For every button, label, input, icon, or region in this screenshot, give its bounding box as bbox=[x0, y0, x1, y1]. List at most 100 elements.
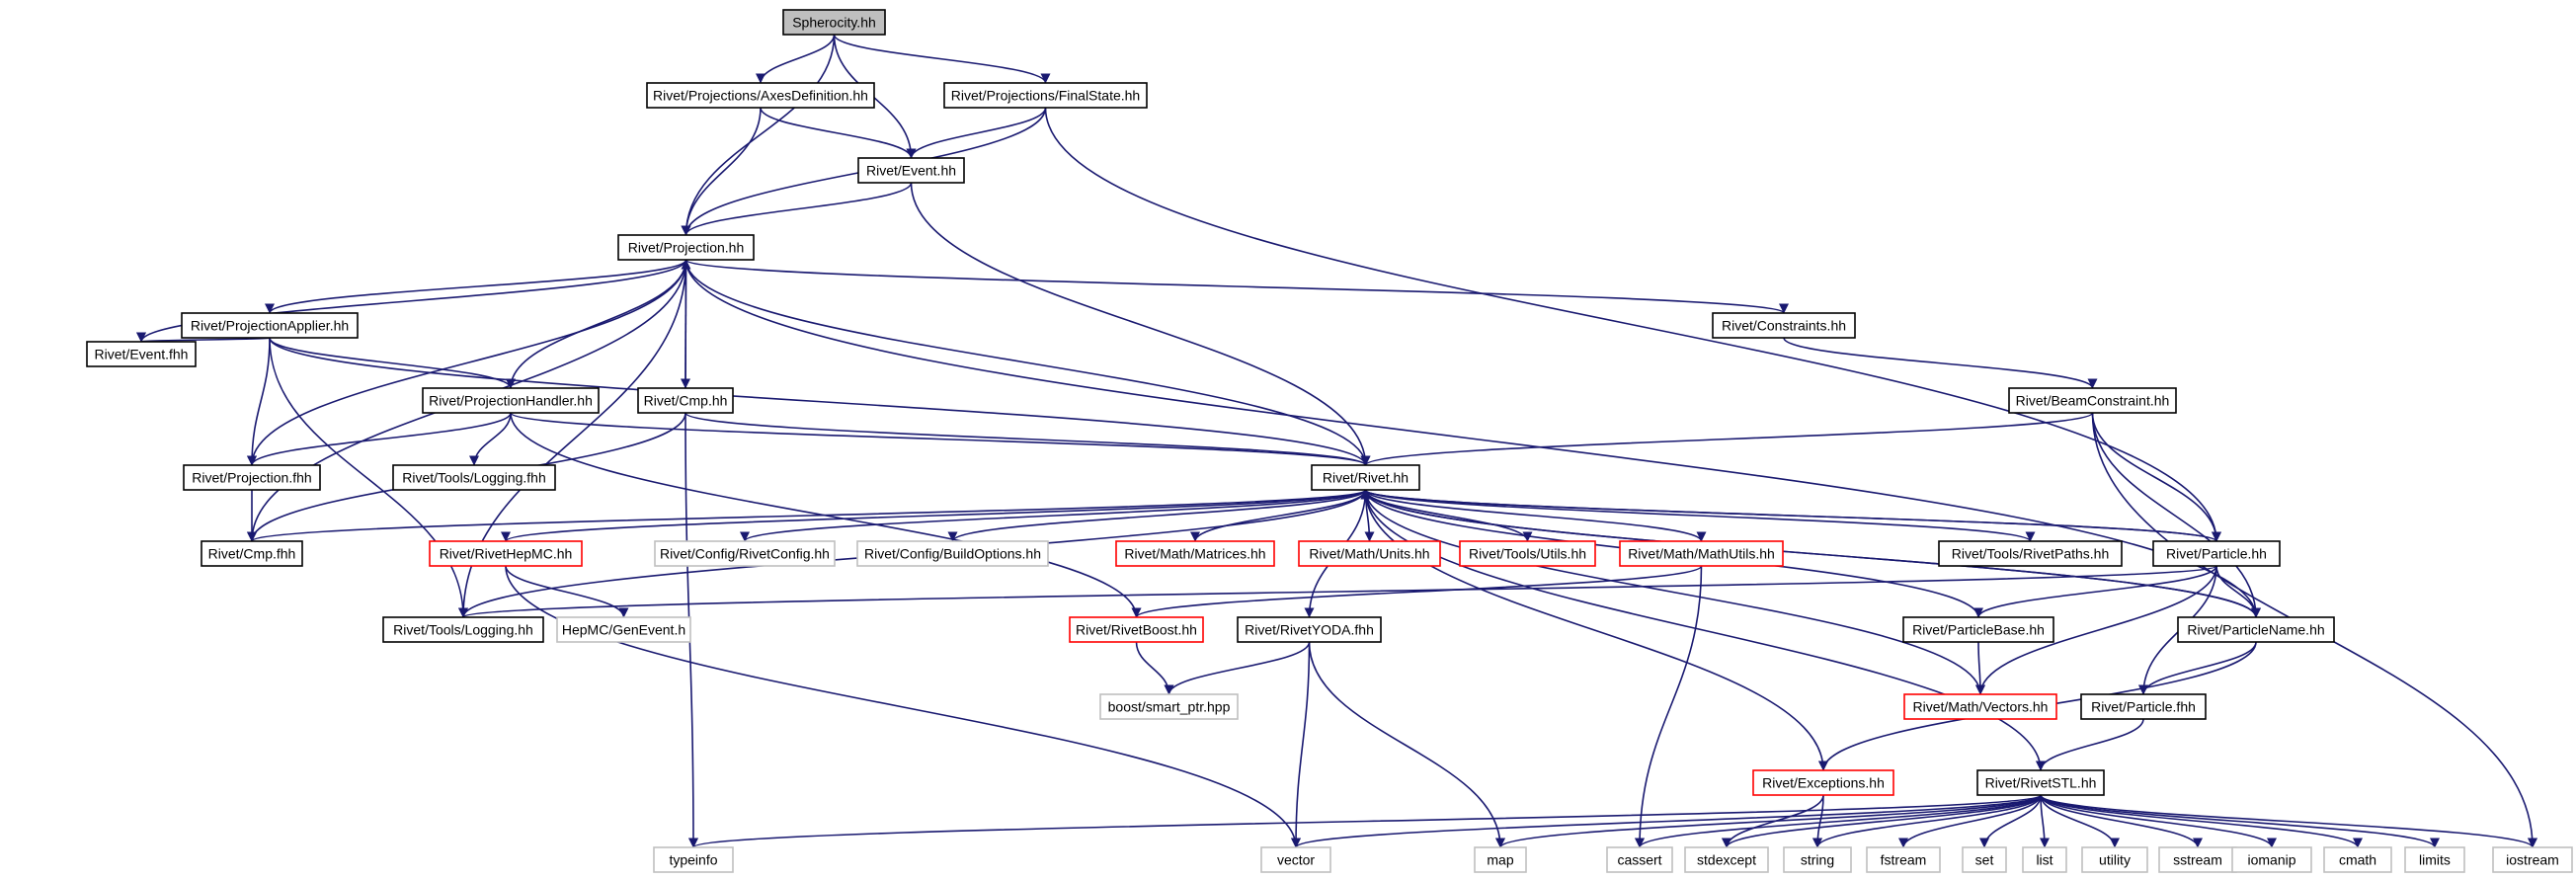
node-rivet-math-vectors-hh[interactable]: Rivet/Math/Vectors.hh bbox=[1903, 693, 2057, 720]
node-box bbox=[1237, 616, 1382, 643]
node-cassert: cassert bbox=[1606, 846, 1673, 873]
node-rivet-math-matrices-hh[interactable]: Rivet/Math/Matrices.hh bbox=[1115, 540, 1275, 567]
node-box bbox=[1684, 846, 1769, 873]
edge-event_hh-to-rivet_hh bbox=[910, 182, 1371, 466]
node-boost-smart-ptr-hpp: boost/smart_ptr.hpp bbox=[1099, 693, 1239, 720]
node-box bbox=[2081, 846, 2148, 873]
edge-rivet_hh-to-mathutils bbox=[1364, 489, 1707, 542]
node-rivet-particle-hh[interactable]: Rivet/Particle.hh bbox=[2152, 540, 2281, 567]
edge-projection_hh-to-projhandler bbox=[506, 259, 687, 389]
edge-particlename-to-rivet_hh bbox=[1360, 489, 2257, 618]
node-box bbox=[637, 387, 734, 414]
node-rivet-rivethepmc-hh[interactable]: Rivet/RivetHepMC.hh bbox=[429, 540, 583, 567]
node-rivet-rivet-hh[interactable]: Rivet/Rivet.hh bbox=[1311, 464, 1420, 491]
node-rivet-particlebase-hh[interactable]: Rivet/ParticleBase.hh bbox=[1902, 616, 2054, 643]
edge-particle_hh-to-logging_hh bbox=[458, 565, 2217, 618]
node-box bbox=[556, 616, 691, 643]
node-box bbox=[2492, 846, 2573, 873]
edge-rivetyoda-to-map bbox=[1308, 641, 1505, 848]
node-label: utility bbox=[2099, 852, 2131, 868]
node-label: map bbox=[1487, 852, 1513, 868]
node-rivet-particle-fhh[interactable]: Rivet/Particle.fhh bbox=[2080, 693, 2207, 720]
node-box bbox=[181, 312, 359, 339]
edge-projection_hh-to-constraints bbox=[684, 259, 1789, 314]
node-box bbox=[943, 82, 1148, 109]
node-iostream: iostream bbox=[2492, 846, 2573, 873]
node-rivet-projections-finalstate-hh[interactable]: Rivet/Projections/FinalState.hh bbox=[943, 82, 1148, 109]
node-label: Spherocity.hh bbox=[792, 15, 876, 31]
node-box bbox=[1752, 769, 1894, 796]
node-label: sstream bbox=[2173, 852, 2222, 868]
node-spherocity-hh[interactable]: Spherocity.hh bbox=[782, 9, 886, 36]
edge-rivetstl-to-sstream bbox=[2040, 794, 2203, 848]
node-label: Rivet/Constraints.hh bbox=[1722, 318, 1846, 334]
node-box bbox=[86, 341, 197, 367]
node-box bbox=[2152, 540, 2281, 567]
edge-rivetstl-to-fstream bbox=[1898, 794, 2042, 848]
edge-rivethepmc-to-vector bbox=[505, 565, 1301, 848]
node-label: fstream bbox=[1881, 852, 1927, 868]
node-box bbox=[2231, 846, 2312, 873]
edge-particle_hh-to-particlebase bbox=[1973, 565, 2217, 618]
node-list: list bbox=[2022, 846, 2067, 873]
node-box bbox=[1069, 616, 1204, 643]
node-rivet-tools-rivetpaths-hh[interactable]: Rivet/Tools/RivetPaths.hh bbox=[1938, 540, 2123, 567]
node-rivet-tools-logging-hh[interactable]: Rivet/Tools/Logging.hh bbox=[382, 616, 544, 643]
edge-rivet_hh-to-rivetstl bbox=[1364, 489, 2046, 771]
edge-cmp_hh-to-projection_hh bbox=[681, 259, 691, 389]
edge-layer bbox=[136, 34, 2537, 848]
edge-projapplier-to-logging_hh bbox=[269, 337, 468, 618]
edge-mathutils-to-rivetboost bbox=[1131, 565, 1703, 618]
node-label: Rivet/RivetBoost.hh bbox=[1076, 622, 1197, 638]
node-rivet-tools-logging-fhh[interactable]: Rivet/Tools/Logging.fhh bbox=[392, 464, 556, 491]
node-box bbox=[392, 464, 556, 491]
node-rivet-math-mathutils-hh[interactable]: Rivet/Math/MathUtils.hh bbox=[1619, 540, 1784, 567]
node-label: Rivet/ProjectionApplier.hh bbox=[191, 318, 349, 334]
node-rivet-beamconstraint-hh[interactable]: Rivet/BeamConstraint.hh bbox=[2008, 387, 2177, 414]
edge-projection_hh-to-event_fhh bbox=[136, 259, 687, 343]
node-box bbox=[1099, 693, 1239, 720]
edge-beamconstraint-to-rivet_hh bbox=[1360, 412, 2094, 466]
node-rivet-cmp-hh[interactable]: Rivet/Cmp.hh bbox=[637, 387, 734, 414]
edge-projhandler-to-rivet_hh bbox=[510, 412, 1371, 466]
node-label: cmath bbox=[2339, 852, 2376, 868]
node-box bbox=[429, 540, 583, 567]
node-rivet-particlename-hh[interactable]: Rivet/ParticleName.hh bbox=[2177, 616, 2335, 643]
edge-finalstate-to-particle_hh bbox=[1044, 107, 2221, 542]
node-iomanip: iomanip bbox=[2231, 846, 2312, 873]
node-label: Rivet/Math/MathUtils.hh bbox=[1628, 546, 1775, 562]
node-box bbox=[1976, 769, 2105, 796]
node-box bbox=[1260, 846, 1331, 873]
node-rivet-projectionhandler-hh[interactable]: Rivet/ProjectionHandler.hh bbox=[422, 387, 600, 414]
node-box bbox=[653, 846, 734, 873]
node-rivet-rivetstl-hh[interactable]: Rivet/RivetSTL.hh bbox=[1976, 769, 2105, 796]
node-rivet-constraints-hh[interactable]: Rivet/Constraints.hh bbox=[1712, 312, 1856, 339]
node-label: typeinfo bbox=[669, 852, 717, 868]
node-rivet-rivetboost-hh[interactable]: Rivet/RivetBoost.hh bbox=[1069, 616, 1204, 643]
node-rivet-projectionapplier-hh[interactable]: Rivet/ProjectionApplier.hh bbox=[181, 312, 359, 339]
node-rivet-projection-fhh[interactable]: Rivet/Projection.fhh bbox=[183, 464, 321, 491]
edge-rivetstl-to-cassert bbox=[1635, 794, 2042, 848]
node-rivet-cmp-fhh[interactable]: Rivet/Cmp.fhh bbox=[201, 540, 303, 567]
edge-rivet_hh-to-buildoptions bbox=[947, 489, 1367, 542]
node-box bbox=[1866, 846, 1941, 873]
node-rivet-projections-axesdefinition-hh[interactable]: Rivet/Projections/AxesDefinition.hh bbox=[646, 82, 875, 109]
node-label: Rivet/ParticleBase.hh bbox=[1912, 622, 2045, 638]
node-rivet-tools-utils-hh[interactable]: Rivet/Tools/Utils.hh bbox=[1459, 540, 1596, 567]
node-box bbox=[2022, 846, 2067, 873]
node-rivet-exceptions-hh[interactable]: Rivet/Exceptions.hh bbox=[1752, 769, 1894, 796]
node-box bbox=[1474, 846, 1527, 873]
node-label: Rivet/Event.fhh bbox=[95, 347, 189, 362]
node-rivet-event-hh[interactable]: Rivet/Event.hh bbox=[857, 157, 965, 184]
node-rivet-math-units-hh[interactable]: Rivet/Math/Units.hh bbox=[1298, 540, 1441, 567]
edge-rivetstl-to-utility bbox=[2040, 794, 2120, 848]
node-rivet-rivetyoda-fhh[interactable]: Rivet/RivetYODA.fhh bbox=[1237, 616, 1382, 643]
node-label: limits bbox=[2419, 852, 2451, 868]
node-rivet-event-fhh[interactable]: Rivet/Event.fhh bbox=[86, 341, 197, 367]
edge-cmp_hh-to-rivet_hh bbox=[684, 412, 1371, 466]
node-set: set bbox=[1962, 846, 2007, 873]
node-label: Rivet/Tools/RivetPaths.hh bbox=[1952, 546, 2110, 562]
node-rivet-projection-hh[interactable]: Rivet/Projection.hh bbox=[617, 234, 755, 261]
node-cmath: cmath bbox=[2323, 846, 2392, 873]
edge-rivetstl-to-string bbox=[1812, 794, 2042, 848]
